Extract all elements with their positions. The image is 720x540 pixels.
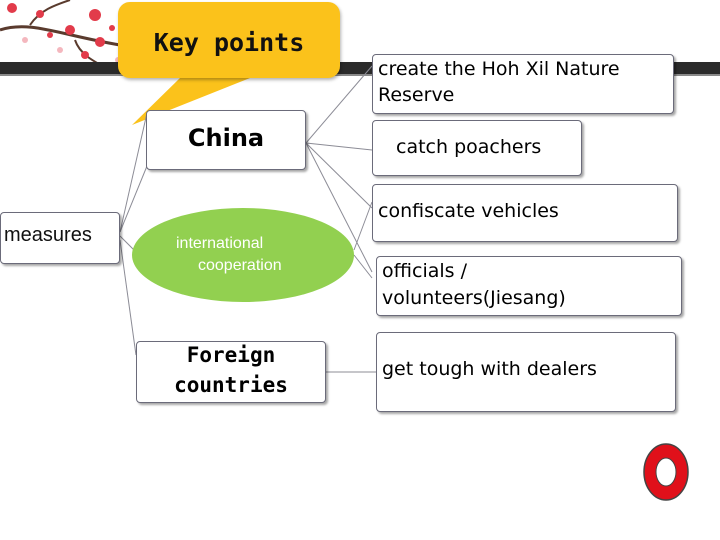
international-label: international [176,235,264,252]
poachers-label: catch poachers [396,136,542,158]
key-points-callout [118,2,340,78]
vehicles-label: confiscate vehicles [378,200,559,222]
vehicles-node [372,184,678,242]
reserve-node [372,54,674,114]
measures-node [0,212,120,264]
dealers-label: get tough with dealers [382,358,597,380]
countries-label: countries [174,373,288,397]
reserve-label-line1: create the Hoh Xil Nature [378,58,620,80]
foreign-label: Foreign [186,343,276,367]
red-ring-marker [643,443,689,501]
key-points-label: Key points [153,28,305,57]
poachers-node [372,120,582,176]
cooperation-label: cooperation [198,257,282,274]
officials-label-line1: officials / [382,260,467,282]
blossom-decoration [0,0,121,71]
china-node [146,110,306,170]
officials-node [376,256,682,316]
dealers-node [376,332,676,412]
international-cooperation-node [132,208,354,302]
officials-label-line2: volunteers(Jiesang) [382,287,566,309]
reserve-label-line2: Reserve [378,84,455,106]
foreign-countries-node [136,341,326,403]
measures-label: measures [4,224,92,246]
china-label: China [187,124,265,152]
header-bar-shadow [0,74,720,76]
